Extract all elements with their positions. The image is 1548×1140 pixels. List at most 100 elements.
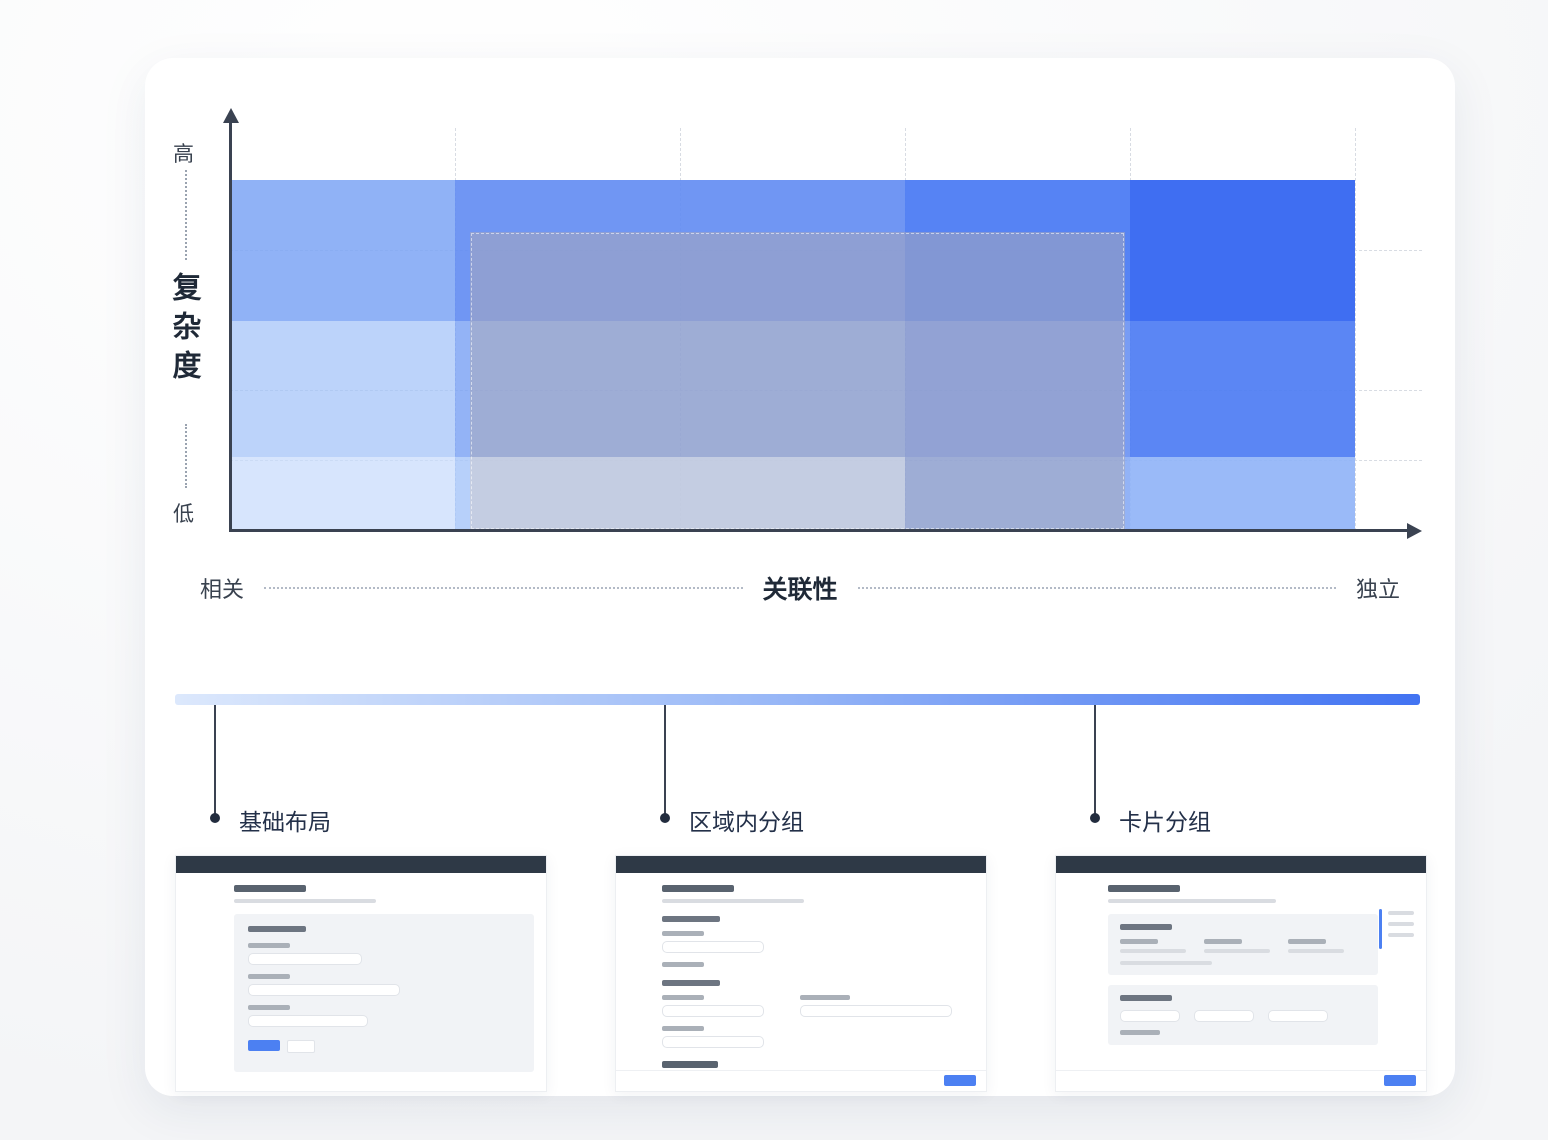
x-axis-title: 关联性 (762, 576, 838, 604)
wireframe-field-row (1120, 939, 1366, 953)
wireframe-column (662, 995, 764, 1048)
wireframe-anchor-items (1388, 909, 1414, 949)
matrix-block (230, 180, 455, 321)
wireframe-column (800, 995, 952, 1048)
matrix-block (1130, 457, 1355, 531)
wireframe-input (662, 941, 764, 953)
timeline-item-label: 区域内分组 (689, 809, 804, 835)
wireframe-form-panel (234, 914, 534, 1072)
thumbnail-card-groups (1055, 855, 1427, 1092)
wireframe-content (1108, 885, 1378, 1069)
wireframe-field (1120, 939, 1186, 953)
matrix-block (230, 457, 455, 531)
wireframe-anchor-item (1388, 922, 1414, 926)
matrix-block (455, 457, 905, 531)
wireframe-card-panel (1108, 985, 1378, 1045)
connector-line (214, 705, 216, 817)
thumbnail-browser-bar (176, 856, 546, 873)
wireframe-secondary-button (287, 1040, 315, 1053)
wireframe-section-bar (248, 926, 306, 932)
wireframe-label-bar (1120, 939, 1158, 944)
matrix-block (470, 457, 905, 530)
gridline-vertical (455, 128, 456, 531)
thumbnail-section-groups (615, 855, 987, 1092)
wireframe-field-row (1120, 1010, 1366, 1022)
wireframe-label-bar (662, 1026, 704, 1031)
wireframe-content (662, 885, 974, 1069)
matrix-block (230, 321, 455, 457)
wireframe-section-bar (662, 1061, 718, 1068)
y-axis-arrow-icon (223, 108, 239, 123)
y-axis-dotted-segment (185, 424, 187, 488)
timeline-dot (660, 813, 670, 823)
timeline-dot (1090, 813, 1100, 823)
wireframe-footer (1056, 1070, 1426, 1091)
thumbnail-basic-layout (175, 855, 547, 1092)
wireframe-value-bar (1288, 949, 1344, 953)
x-axis-label-row: 相关 关联性 独立 (200, 570, 1400, 606)
y-axis-bottom-label: 低 (173, 503, 194, 526)
wireframe-label-bar (662, 995, 704, 1000)
wireframe-button-row (248, 1040, 520, 1053)
thumbnail-body (176, 873, 546, 1091)
thumbnail-browser-bar (1056, 856, 1426, 873)
wireframe-card-panel (1108, 914, 1378, 975)
gridline-vertical (680, 128, 681, 531)
wireframe-anchor-item (1388, 911, 1414, 915)
connector-line (664, 705, 666, 817)
wireframe-input (1268, 1010, 1328, 1022)
wireframe-input (662, 1036, 764, 1048)
y-axis-line (229, 122, 232, 531)
wireframe-label-bar (1288, 939, 1326, 944)
wireframe-title-bar (234, 885, 306, 892)
thumbnail-browser-bar (616, 856, 986, 873)
wireframe-subtitle-bar (1108, 899, 1276, 903)
matrix-block (1130, 321, 1355, 457)
wireframe-section-bar (662, 916, 720, 922)
x-axis-line (229, 529, 1409, 532)
wireframe-input (248, 1015, 368, 1027)
wireframe-section-bar (1120, 995, 1172, 1001)
y-axis-title: 复杂度 (168, 272, 200, 389)
thumbnail-body (1056, 873, 1426, 1091)
wireframe-primary-button (248, 1040, 280, 1051)
wireframe-anchor-nav (1379, 909, 1414, 949)
y-axis-top-label: 高 (173, 143, 194, 166)
wireframe-footer (616, 1070, 986, 1091)
wireframe-label-bar (800, 995, 850, 1000)
wireframe-label-bar (1204, 939, 1242, 944)
wireframe-primary-button (1384, 1075, 1416, 1086)
wireframe-input (1194, 1010, 1254, 1022)
wireframe-title-bar (1108, 885, 1180, 892)
wireframe-label-bar (248, 943, 290, 948)
connector-line (1094, 705, 1096, 817)
gridline-vertical (1355, 128, 1356, 531)
x-axis-right-label: 独立 (1356, 577, 1401, 602)
wireframe-input (800, 1005, 952, 1017)
gridline-horizontal (230, 460, 1422, 461)
wireframe-label-bar (662, 962, 704, 967)
matrix-block (455, 321, 905, 457)
matrix-block (1130, 180, 1355, 321)
gridline-horizontal (230, 390, 1422, 391)
y-axis-dotted-segment (185, 170, 187, 260)
matrix-block (455, 180, 905, 321)
wireframe-content (234, 885, 534, 1081)
wireframe-input (662, 1005, 764, 1017)
wireframe-anchor-item (1388, 933, 1414, 937)
wireframe-section-bar (662, 980, 720, 986)
wireframe-label-bar (248, 974, 290, 979)
wireframe-subtitle-bar (234, 899, 376, 903)
wireframe-value-bar (1120, 949, 1186, 953)
timeline-item-label: 卡片分组 (1119, 809, 1211, 835)
wireframe-value-bar (1120, 961, 1212, 965)
wireframe-input (1120, 1010, 1180, 1022)
wireframe-label-bar (248, 1005, 290, 1010)
timeline-item-label: 基础布局 (239, 809, 331, 835)
wireframe-section-bar (1120, 924, 1172, 930)
wireframe-label-bar (662, 931, 704, 936)
timeline-dot (210, 813, 220, 823)
diagram-card: 高 复杂度 低 相关 关联性 独立 基础布局 区域内分组 卡片分组 (145, 58, 1455, 1096)
wireframe-primary-button (944, 1075, 976, 1086)
wireframe-field (1288, 939, 1344, 953)
